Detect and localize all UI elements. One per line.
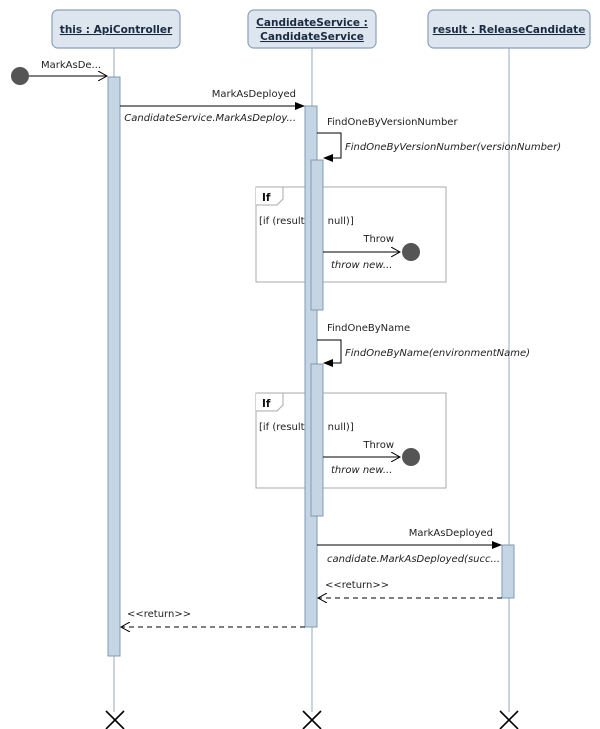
activation-releasecandidate[interactable] [501,544,515,599]
candidate-mark-deployed-label: MarkAsDeployed [409,528,493,539]
candidate-mark-deployed-detail: candidate.MarkAsDeployed(succ... [327,554,500,565]
find-by-version-self-call[interactable] [317,132,342,162]
found-message-start-node [11,67,29,85]
activation-apicontroller[interactable] [107,76,121,657]
throw-label-2: Throw [362,440,394,451]
find-by-version-label: FindOneByVersionNumber [327,117,458,128]
throw-detail-2: throw new... [331,465,392,476]
destroy-marker-candidateservice [302,710,322,729]
throw-end-node-2 [402,448,420,466]
mark-deployed-call-label: MarkAsDeployed [212,89,296,100]
activation-find-by-version[interactable] [310,159,324,311]
fragment-tag: If [262,398,271,410]
find-by-name-label: FindOneByName [327,323,410,334]
lifeline-title: this : ApiController [60,24,173,36]
return-label-candidate: <<return>> [325,580,389,591]
lifeline-header-releasecandidate[interactable]: result : ReleaseCandidate [427,9,591,49]
lifeline-header-candidateservice[interactable]: CandidateService : CandidateService [247,9,377,49]
fragment-tag: If [262,192,271,204]
throw-label-1: Throw [362,234,394,245]
throw-end-node-1 [402,243,420,261]
destroy-marker-releasecandidate [499,710,519,729]
lifeline-header-apicontroller[interactable]: this : ApiController [51,9,181,49]
return-label-service: <<return>> [127,609,191,620]
throw-detail-1: throw new... [331,260,392,271]
find-by-name-self-call[interactable] [317,339,342,367]
find-by-name-detail: FindOneByName(environmentName) [345,348,530,359]
lifeline-title: CandidateService : [256,17,368,29]
lifeline-title-line2: CandidateService [260,31,364,43]
destroy-marker-apicontroller [105,710,125,729]
find-by-version-detail: FindOneByVersionNumber(versionNumber) [345,142,561,153]
found-message-label: MarkAsDe... [41,60,101,71]
mark-deployed-call-detail: CandidateService.MarkAsDeploy... [124,113,296,124]
activation-find-by-name[interactable] [310,363,324,517]
lifeline-title: result : ReleaseCandidate [433,24,586,36]
